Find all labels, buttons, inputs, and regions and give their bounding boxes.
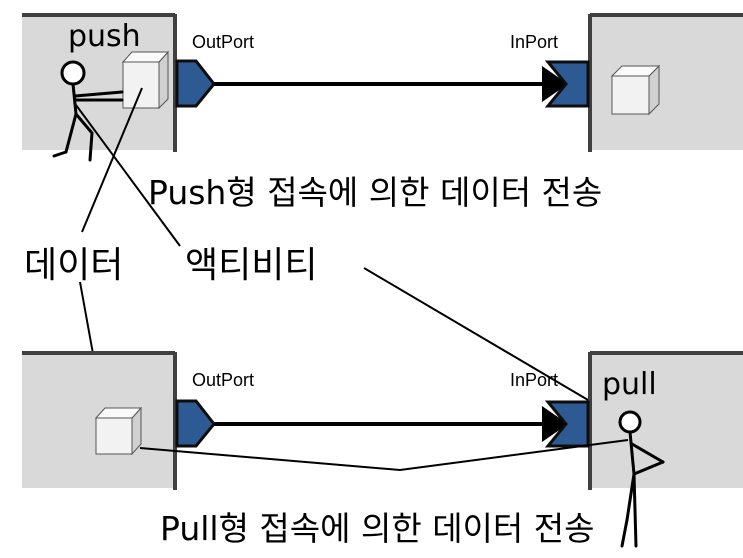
- push-activity-stick-figure: [52, 60, 124, 162]
- pull-caption: Pull형 접속에 의한 데이터 전송: [160, 509, 595, 548]
- push-section: OutPort InPort push: [22, 13, 743, 212]
- pull-outport-shape: [175, 399, 216, 448]
- data-legend-label: 데이터: [24, 245, 123, 286]
- pull-activity-stick-figure: [618, 410, 665, 548]
- push-source-data-cube: [121, 50, 170, 110]
- pull-inport-shape: [544, 400, 590, 448]
- pull-section: OutPort InPort pull Pull형 접속에 의한 데이터 전송: [22, 351, 743, 548]
- push-inport-label: InPort: [510, 32, 558, 52]
- push-caption: Push형 접속에 의한 데이터 전송: [148, 173, 602, 212]
- push-outport-label: OutPort: [192, 32, 254, 52]
- pull-actor-label: pull: [602, 367, 657, 402]
- push-inport-shape: [544, 60, 590, 108]
- pull-outport-label: OutPort: [192, 370, 254, 390]
- pull-rope-line: [139, 439, 629, 472]
- push-target-data-cube: [610, 64, 661, 116]
- pull-target-component: [590, 352, 743, 488]
- leader-data-to-push-cube: [81, 87, 143, 233]
- pull-connection-arrowhead: [542, 406, 568, 442]
- push-actor-label: push: [68, 19, 141, 54]
- activity-legend-label: 액티비티: [185, 245, 317, 286]
- pull-source-data-cube: [94, 406, 143, 456]
- push-outport-shape: [175, 59, 216, 108]
- pull-inport-label: InPort: [510, 370, 558, 390]
- leader-activity-to-pull-figure: [363, 267, 623, 421]
- leader-activity-to-push-figure: [75, 104, 181, 247]
- push-connection-arrowhead: [542, 66, 568, 102]
